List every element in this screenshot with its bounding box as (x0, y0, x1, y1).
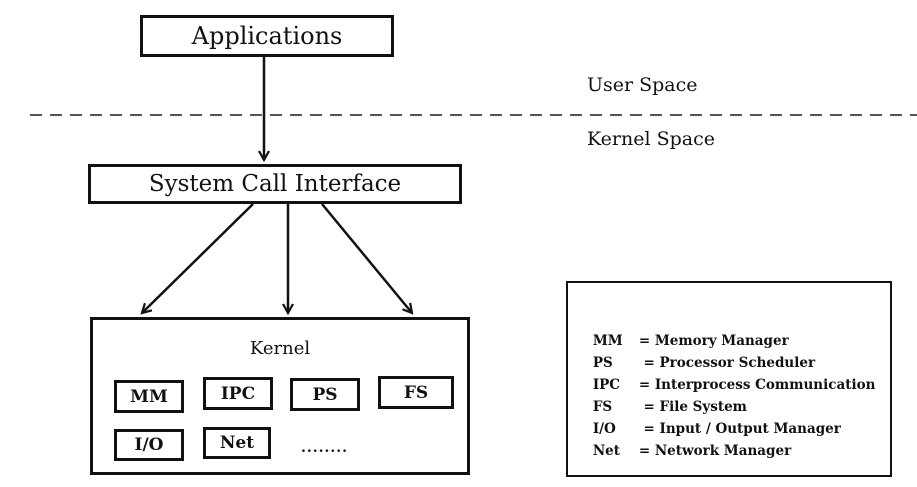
legend-text: = Processor Scheduler (638, 355, 816, 371)
legend-abbr: IPC (592, 377, 621, 393)
kernel-box: Kernel MM IPC PS FS I/O Net ........ (90, 317, 470, 475)
legend-text: = Network Manager (638, 443, 792, 459)
legend-row-mm: MM = Memory Manager (574, 317, 789, 365)
legend-abbr: FS (592, 399, 613, 415)
legend-row-ipc: IPC = Interprocess Communication (574, 361, 876, 409)
arrow-syscall-to-kernel-right (321, 203, 412, 313)
legend-text: = File System (638, 399, 747, 415)
legend-row-io: I/O = Input / Output Manager (574, 405, 841, 453)
legend-text: = Memory Manager (638, 333, 789, 349)
more-modules-ellipsis: ........ (301, 440, 348, 456)
module-net: Net (203, 427, 271, 459)
legend-box: MM = Memory Manager PS = Processor Schedu… (566, 281, 892, 477)
module-fs: FS (378, 376, 454, 409)
legend-row-ps: PS = Processor Scheduler (574, 339, 815, 387)
kernel-space-label: Kernel Space (587, 128, 715, 150)
legend-abbr: Net (592, 443, 620, 459)
legend-abbr: MM (592, 333, 623, 349)
applications-label: Applications (191, 22, 343, 50)
user-space-label: User Space (587, 74, 698, 96)
module-io: I/O (114, 429, 184, 461)
module-mm: MM (114, 380, 184, 413)
module-ipc: IPC (203, 377, 273, 410)
system-call-interface-label: System Call Interface (148, 171, 402, 197)
legend-abbr: PS (592, 355, 613, 371)
system-call-interface-box: System Call Interface (88, 164, 462, 204)
legend-abbr: I/O (592, 421, 616, 437)
legend-row-net: Net = Network Manager (574, 427, 791, 475)
applications-box: Applications (140, 15, 394, 57)
legend-row-fs: FS = File System (574, 383, 747, 431)
legend-text: = Interprocess Communication (638, 377, 876, 393)
module-ps: PS (290, 378, 360, 411)
kernel-title: Kernel (249, 338, 311, 359)
arrow-syscall-to-kernel-left (142, 203, 254, 313)
legend-text: = Input / Output Manager (638, 421, 841, 437)
